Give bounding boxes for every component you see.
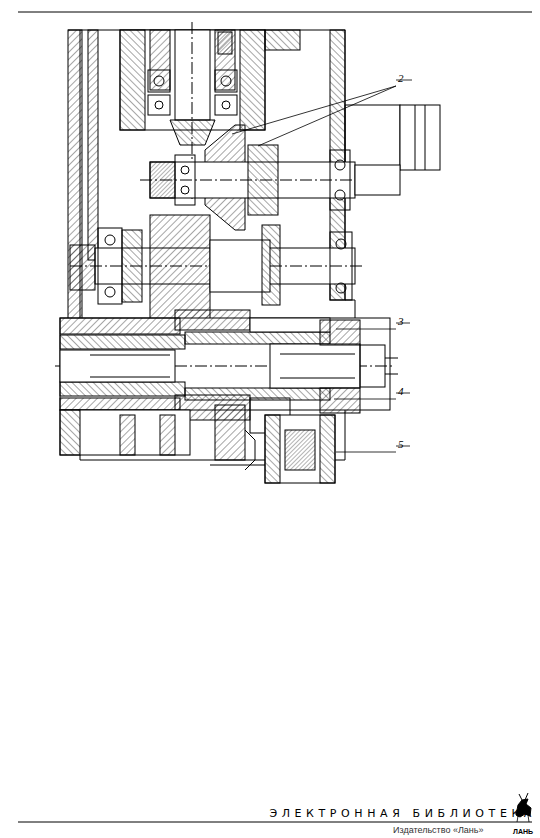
callout-number: 4 — [398, 386, 404, 397]
callout-number: 2 — [398, 73, 404, 84]
publisher-name: Издательство «Лань» — [393, 826, 484, 835]
callout-number: 5 — [398, 439, 404, 450]
logo-text: ЛАНЬ — [513, 828, 533, 835]
library-banner: ЭЛЕКТРОННАЯ БИБЛИОТЕКА — [269, 808, 536, 819]
callout-number: 3 — [398, 316, 404, 327]
